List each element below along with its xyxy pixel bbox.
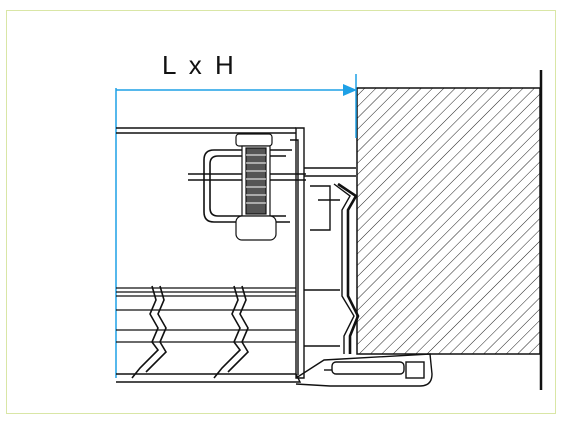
blade-left <box>131 285 168 379</box>
hatched-wall-section <box>356 87 541 355</box>
drawing-frame <box>6 10 556 414</box>
dimension-label: L x H <box>162 50 237 80</box>
top-frame-profile <box>116 127 356 379</box>
bottom-frame-profile <box>116 353 433 387</box>
bolt <box>235 133 277 241</box>
rail-profiles <box>116 287 296 343</box>
inner-channel-profile <box>304 182 360 354</box>
dimension-arrow <box>343 84 357 96</box>
bolt-thread-lines <box>246 154 266 204</box>
blade-right <box>213 285 250 379</box>
